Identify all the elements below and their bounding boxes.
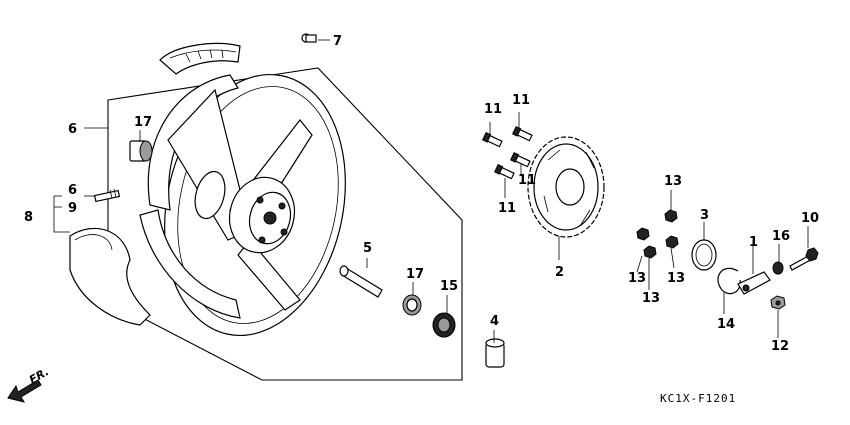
axle-nut xyxy=(770,295,786,310)
label-17a: 17 xyxy=(134,115,152,130)
label-11d: 11 xyxy=(498,201,516,216)
label-10: 10 xyxy=(801,211,819,226)
adjusting-bolt xyxy=(772,247,819,275)
label-7: 7 xyxy=(333,34,342,49)
label-13a: 13 xyxy=(664,174,682,189)
dust-seal-part xyxy=(432,312,456,338)
label-14: 14 xyxy=(717,317,735,332)
label-6b: 6 xyxy=(68,183,77,198)
o-ring-part xyxy=(691,239,717,271)
label-11b: 11 xyxy=(512,93,530,108)
label-13d: 13 xyxy=(642,291,660,306)
label-16: 16 xyxy=(772,229,790,244)
valve-stem-part xyxy=(93,188,121,203)
part-labels: 7 6 17 6 9 8 11 11 11 11 2 5 17 15 4 13 … xyxy=(24,34,819,354)
driven-sprocket xyxy=(527,136,605,238)
diagram-code: KC1X-F1201 xyxy=(660,392,736,405)
label-3: 3 xyxy=(700,208,709,223)
tire xyxy=(69,42,241,326)
adjuster-plate xyxy=(737,271,771,295)
flange-nuts xyxy=(636,209,679,259)
leader-lines xyxy=(53,39,809,343)
bearing-part-lower xyxy=(402,294,422,316)
front-direction-arrow: FR. xyxy=(7,365,51,403)
label-15: 15 xyxy=(440,279,458,294)
label-9: 9 xyxy=(68,201,77,216)
circlip-part xyxy=(717,267,741,295)
label-11a: 11 xyxy=(484,102,502,117)
label-17b: 17 xyxy=(406,267,424,282)
valve-cap-part xyxy=(301,33,317,43)
label-1: 1 xyxy=(749,235,758,250)
bearing-part-top xyxy=(129,140,153,162)
label-12: 12 xyxy=(771,339,789,354)
spacer-part xyxy=(485,338,505,368)
label-2: 2 xyxy=(555,265,564,280)
stud-bolts xyxy=(482,112,533,198)
label-11c: 11 xyxy=(518,173,536,188)
label-13b: 13 xyxy=(628,271,646,286)
wheel-hub xyxy=(194,170,296,254)
collar-part xyxy=(339,265,383,298)
label-8: 8 xyxy=(24,210,33,225)
label-13c: 13 xyxy=(667,271,685,286)
label-6a: 6 xyxy=(68,122,77,137)
label-5: 5 xyxy=(363,241,372,256)
label-4: 4 xyxy=(490,314,499,329)
